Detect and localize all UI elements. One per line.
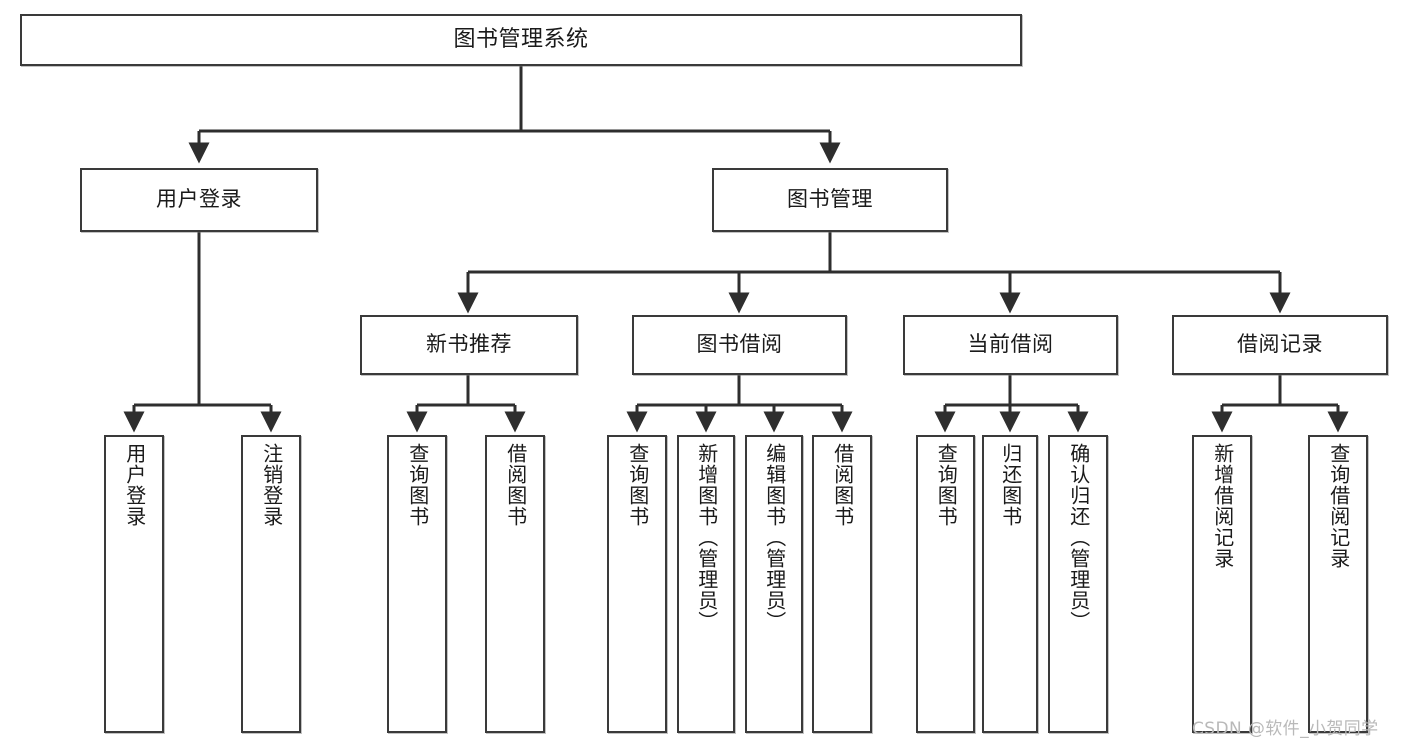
node-current-borrow[interactable]: 当前借阅 — [903, 315, 1118, 375]
node-book-borrow[interactable]: 图书借阅 — [632, 315, 847, 375]
node-label: 图书管理 — [787, 187, 873, 212]
leaf-logout[interactable]: 注销登录 — [241, 435, 301, 733]
leaf-query-book-borrow[interactable]: 查询图书 — [607, 435, 667, 733]
leaf-edit-book-admin[interactable]: 编辑图书（管理员） — [745, 435, 803, 733]
node-label: 归还图书 — [998, 443, 1023, 527]
leaf-add-book-admin[interactable]: 新增图书（管理员） — [677, 435, 735, 733]
node-label: 注销登录 — [259, 443, 284, 527]
leaf-return-book[interactable]: 归还图书 — [982, 435, 1038, 733]
node-label: 确认归还（管理员） — [1066, 443, 1091, 632]
node-root-system[interactable]: 图书管理系统 — [20, 14, 1022, 66]
node-label: 用户登录 — [156, 187, 242, 212]
node-new-book-recommend[interactable]: 新书推荐 — [360, 315, 578, 375]
watermark-text: CSDN @软件_小贺同学 — [1192, 719, 1379, 739]
node-label: 借阅图书 — [503, 443, 528, 527]
node-label: 新书推荐 — [426, 332, 512, 357]
node-label: 查询图书 — [625, 443, 650, 527]
node-label: 图书借阅 — [696, 332, 783, 357]
leaf-query-book-newbook[interactable]: 查询图书 — [387, 435, 447, 733]
leaf-user-login[interactable]: 用户登录 — [104, 435, 164, 733]
node-label: 图书管理系统 — [453, 26, 589, 52]
leaf-confirm-return-admin[interactable]: 确认归还（管理员） — [1048, 435, 1108, 733]
node-book-management[interactable]: 图书管理 — [712, 168, 948, 232]
node-label: 当前借阅 — [967, 332, 1054, 357]
leaf-query-book-current[interactable]: 查询图书 — [916, 435, 975, 733]
node-label: 查询借阅记录 — [1326, 443, 1351, 569]
node-label: 查询图书 — [405, 443, 430, 527]
node-user-login[interactable]: 用户登录 — [80, 168, 318, 232]
node-label: 查询图书 — [934, 443, 959, 527]
node-label: 用户登录 — [122, 443, 147, 527]
leaf-borrow-book[interactable]: 借阅图书 — [812, 435, 872, 733]
node-label: 借阅记录 — [1237, 332, 1323, 357]
node-borrow-record[interactable]: 借阅记录 — [1172, 315, 1388, 375]
leaf-query-borrow-record[interactable]: 查询借阅记录 — [1308, 435, 1368, 733]
node-label: 编辑图书（管理员） — [762, 443, 787, 632]
leaf-borrow-book-newbook[interactable]: 借阅图书 — [485, 435, 545, 733]
node-label: 新增图书（管理员） — [694, 443, 719, 632]
leaf-add-borrow-record[interactable]: 新增借阅记录 — [1192, 435, 1252, 733]
node-label: 新增借阅记录 — [1210, 443, 1235, 569]
node-label: 借阅图书 — [830, 443, 855, 527]
